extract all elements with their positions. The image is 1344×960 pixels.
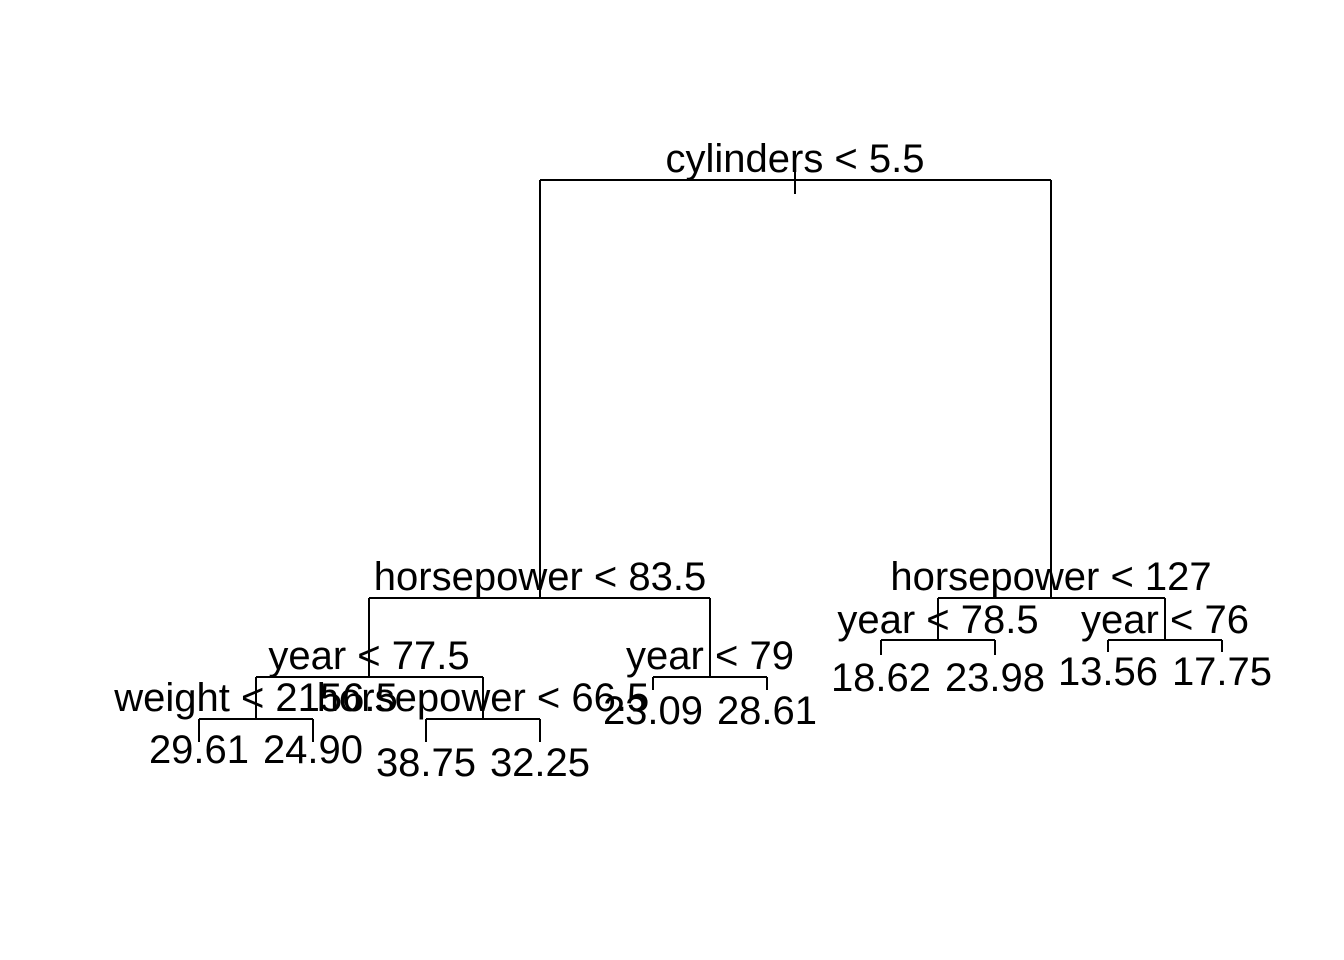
leaf-value-llr-left: 38.75	[376, 741, 476, 785]
split-label-root: cylinders < 5.5	[665, 137, 924, 181]
split-label-right: horsepower < 127	[890, 555, 1211, 599]
leaf-value-rl-left: 18.62	[831, 656, 931, 700]
leaf-value-rl-right: 23.98	[945, 656, 1045, 700]
leaf-value-rr-right: 17.75	[1172, 650, 1272, 694]
split-label-llr: horsepower < 66.5	[317, 676, 649, 720]
leaf-value-lll-left: 29.61	[149, 728, 249, 772]
leaf-value-lr-left: 23.09	[603, 689, 703, 733]
leaf-value-lll-right: 24.90	[263, 728, 363, 772]
leaf-value-rr-left: 13.56	[1058, 650, 1158, 694]
leaf-value-lr-right: 28.61	[717, 689, 817, 733]
split-label-lll: weight < 2156.5	[113, 676, 398, 720]
split-labels: cylinders < 5.5 horsepower < 83.5 horsep…	[113, 137, 1249, 720]
leaf-labels: 29.61 24.90 38.75 32.25 23.09 28.61 18.6…	[149, 650, 1272, 785]
split-label-left-right: year < 79	[626, 634, 794, 678]
tree-edges	[198, 172, 1223, 742]
split-label-right-left: year < 78.5	[837, 598, 1038, 642]
split-label-left: horsepower < 83.5	[374, 555, 706, 599]
split-label-left-left: year < 77.5	[268, 634, 469, 678]
leaf-value-llr-right: 32.25	[490, 741, 590, 785]
split-label-right-right: year < 76	[1081, 598, 1249, 642]
